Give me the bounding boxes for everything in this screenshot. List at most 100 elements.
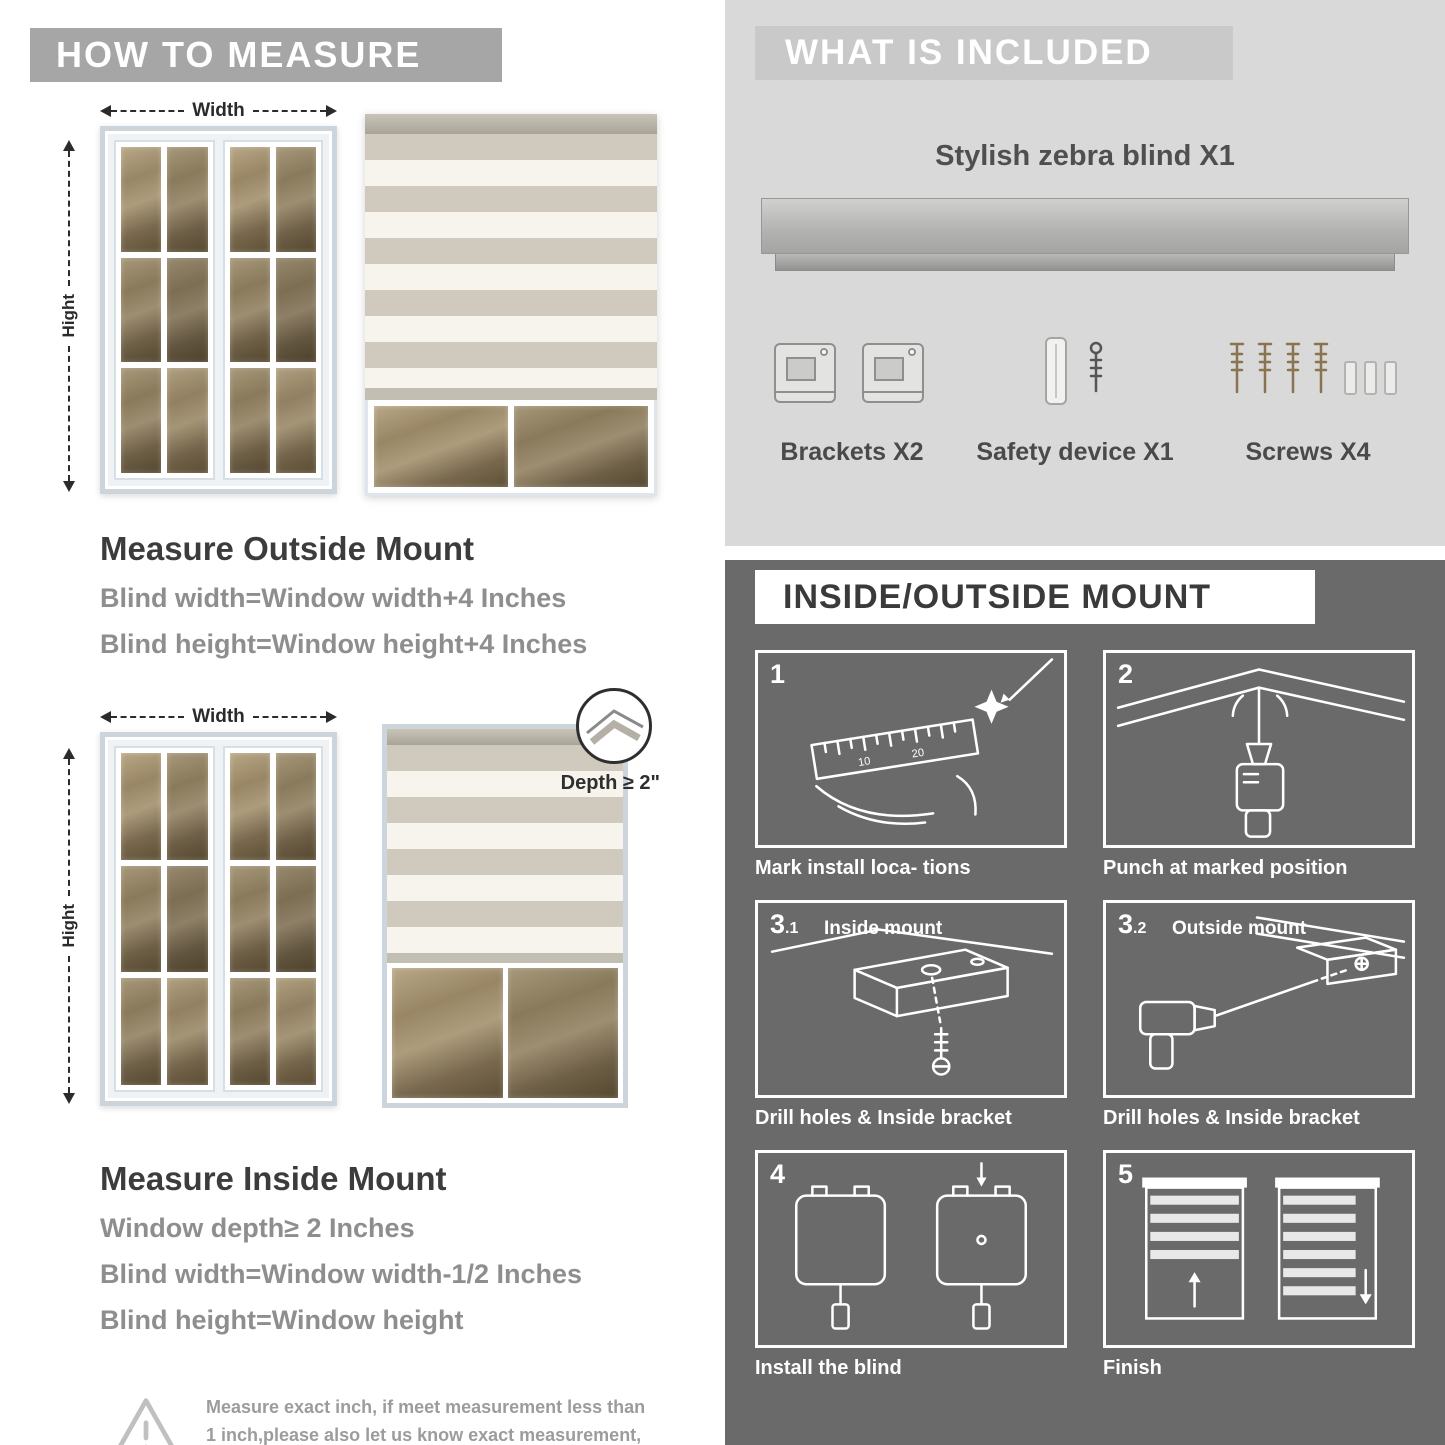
brackets-icon <box>774 343 924 403</box>
included-item-screws: Screws X4 <box>1213 332 1403 467</box>
step-number: 3.1 <box>770 909 799 939</box>
blind-stripes <box>387 745 623 953</box>
inside-bracket-illustration <box>770 928 1054 1076</box>
step-4: 4 <box>755 1150 1067 1380</box>
mount-instructions-section: INSIDE/OUTSIDE MOUNT 1 10 20 <box>725 560 1445 1445</box>
window-illustration <box>100 732 337 1106</box>
step-2: 2 <box>1103 650 1415 880</box>
what-is-included-section: WHAT IS INCLUDED Stylish zebra blind X1 <box>725 0 1445 546</box>
install-blind-illustration <box>794 1162 1028 1330</box>
window-sash <box>114 746 215 1092</box>
step-2-panel: 2 <box>1103 650 1415 848</box>
window-sash <box>222 746 323 1092</box>
arrow-right-icon <box>326 105 337 117</box>
height-arrow: Hight <box>59 140 78 492</box>
right-column: WHAT IS INCLUDED Stylish zebra blind X1 <box>725 0 1445 1445</box>
blind-headrail <box>365 114 657 134</box>
depth-label: Depth ≥ 2" <box>560 772 660 794</box>
step-3-2: 3.2 Outside mount <box>1103 900 1415 1130</box>
step-1: 1 10 20 <box>755 650 1067 880</box>
step-5-caption: Finish <box>1103 1357 1162 1379</box>
step-3-1: 3.1 Inside mount <box>755 900 1067 1130</box>
arrow-down-icon <box>63 481 75 492</box>
width-label: Width <box>192 706 245 727</box>
arrow-left-icon <box>100 711 111 723</box>
blind-headrail-image <box>761 198 1409 271</box>
outside-bracket-illustration <box>1138 916 1406 1070</box>
step-1-caption: Mark install loca- tions <box>755 857 971 879</box>
screws-label: Screws X4 <box>1245 438 1371 466</box>
outside-formula-height: Blind height=Window height+4 Inches <box>100 629 588 659</box>
arrow-down-icon <box>63 1093 75 1104</box>
inside-formula-width: Blind width=Window width-1/2 Inches <box>100 1259 583 1289</box>
svg-text:20: 20 <box>911 747 925 761</box>
blind-bottom-bar <box>365 388 657 400</box>
outside-mount-label: Outside mount <box>1172 918 1307 939</box>
brackets-label: Brackets X2 <box>780 438 924 466</box>
what-is-included-header: WHAT IS INCLUDED <box>755 26 1233 80</box>
arrow-right-icon <box>326 711 337 723</box>
screws-icon <box>1229 342 1397 395</box>
mount-header: INSIDE/OUTSIDE MOUNT <box>755 570 1315 624</box>
step-number: 2 <box>1118 659 1134 689</box>
zebra-blind-illustration <box>365 114 657 496</box>
width-arrow: Width <box>100 100 337 121</box>
step-4-panel: 4 <box>755 1150 1067 1348</box>
included-items: Brackets X2 Safety device X1 <box>767 332 1403 467</box>
blind-bottom-bar <box>387 953 623 963</box>
mark-locations-illustration: 10 20 <box>810 658 1054 826</box>
zebra-blind-count-label: Stylish zebra blind X1 <box>935 140 1235 172</box>
step-5: 5 <box>1103 1150 1415 1380</box>
svg-text:10: 10 <box>857 755 871 769</box>
blind-headrail <box>387 729 623 745</box>
mount-steps-grid: 1 10 20 <box>755 650 1415 1380</box>
arrow-up-icon <box>63 140 75 151</box>
height-label: Hight <box>59 904 78 948</box>
how-to-measure-header: HOW TO MEASURE <box>30 28 502 82</box>
step-1-panel: 1 10 20 <box>755 650 1067 848</box>
safety-device-label: Safety device X1 <box>976 438 1174 466</box>
drill-punch-illustration <box>1116 668 1406 838</box>
width-arrow: Width <box>100 706 337 727</box>
inside-formula-height: Blind height=Window height <box>100 1305 464 1335</box>
width-label: Width <box>192 100 245 121</box>
window-below-blind <box>387 963 623 1103</box>
step-5-panel: 5 <box>1103 1150 1415 1348</box>
step-4-caption: Install the blind <box>755 1357 902 1379</box>
step-number: 3.2 <box>1118 909 1147 939</box>
height-arrow: Hight <box>59 748 78 1104</box>
blind-stripes <box>365 134 657 388</box>
window-sash <box>222 140 323 480</box>
window-sash <box>114 140 215 480</box>
window-illustration <box>100 126 337 494</box>
arrow-left-icon <box>100 105 111 117</box>
included-item-safety-device: Safety device X1 <box>976 332 1174 467</box>
safety-device-icon <box>1045 337 1103 405</box>
step-3-2-panel: 3.2 Outside mount <box>1103 900 1415 1098</box>
arrow-up-icon <box>63 748 75 759</box>
inside-mount-label: Inside mount <box>824 918 943 939</box>
inside-mount-figure: Width Hight <box>30 688 712 1140</box>
zebra-blind-inside-illustration <box>382 724 628 1108</box>
measure-note: Measure exact inch, if meet measurement … <box>108 1394 668 1445</box>
corner-zoom-icon <box>586 709 644 745</box>
inside-mount-title: Measure Inside Mount <box>100 1160 447 1197</box>
warning-triangle-icon <box>118 1398 174 1445</box>
step-2-caption: Punch at marked position <box>1103 857 1348 879</box>
outside-mount-figure: Width Hight <box>30 98 712 510</box>
included-item-brackets: Brackets X2 <box>767 332 937 467</box>
step-3-1-panel: 3.1 Inside mount <box>755 900 1067 1098</box>
step-number: 1 <box>770 659 786 689</box>
depth-callout-circle <box>576 688 652 764</box>
step-number: 4 <box>770 1159 786 1189</box>
outside-mount-title: Measure Outside Mount <box>100 530 475 567</box>
outside-formula-width: Blind width=Window width+4 Inches <box>100 583 567 613</box>
step-3-1-caption: Drill holes & Inside bracket <box>755 1107 1012 1129</box>
window-below-blind <box>365 400 657 496</box>
finish-illustration <box>1142 1177 1380 1320</box>
step-number: 5 <box>1118 1159 1134 1189</box>
step-3-2-caption: Drill holes & Inside bracket <box>1103 1107 1360 1129</box>
inside-depth-line: Window depth≥ 2 Inches <box>100 1213 415 1243</box>
measure-note-text: Measure exact inch, if meet measurement … <box>206 1397 646 1445</box>
